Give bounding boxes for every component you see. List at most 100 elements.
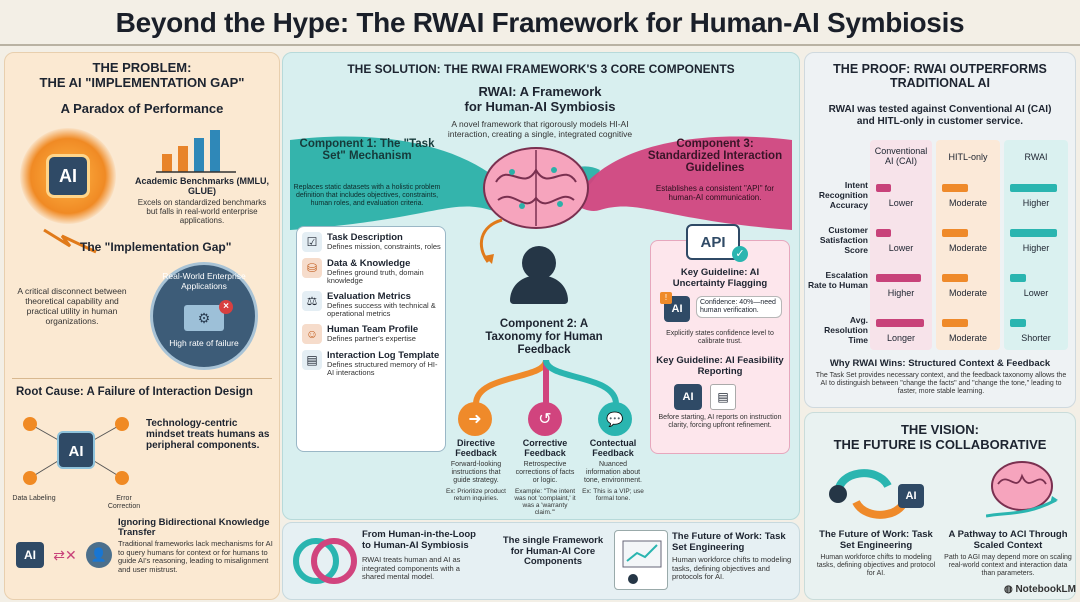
guideline2-title: Key Guideline: AI Feasibility Reporting (656, 355, 784, 377)
vision-brain-icon (986, 461, 1058, 518)
metric-value: Moderate (948, 333, 988, 343)
directive-arrow-icon: ➜ (458, 402, 492, 436)
metric-value: Moderate (948, 288, 988, 298)
document-icon: ▤ (302, 350, 322, 370)
metric-bar (876, 229, 891, 237)
col-header-cai: Conventional AI (CAI) (874, 146, 928, 166)
vision-item2-text: Path to AGI may depend more on scaling r… (944, 554, 1072, 577)
rwai-title: RWAI: A Framework for Human-AI Symbiosis (464, 84, 616, 114)
laptop-icon: ⚙ (184, 305, 224, 331)
corrective-undo-icon: ↺ (528, 402, 562, 436)
task-item: ⚖ Evaluation Metrics Defines success wit… (302, 291, 442, 318)
benchmarks-title: Academic Benchmarks (MMLU, GLUE) (134, 176, 270, 196)
network-diagram-icon: AI (23, 417, 129, 485)
confidence-bubble: Confidence: 40%—need human verification. (696, 296, 782, 318)
guidelines-card (650, 240, 790, 454)
comp2-title: Component 2: A Taxonomy for Human Feedba… (485, 318, 603, 356)
metric-bar (1010, 274, 1026, 282)
task-item: ▤ Interaction Log Template Defines struc… (302, 350, 442, 377)
ai-chip-icon: AI (46, 154, 90, 198)
error-correction-label: Error Correction (107, 495, 141, 510)
task-item: ☑ Task Description Defines mission, cons… (302, 232, 442, 252)
problem-heading: THE PROBLEM: THE AI "IMPLEMENTATION GAP" (39, 60, 245, 90)
brain-icon (483, 147, 589, 229)
feedback-corrective: Corrective Feedback Retrospective correc… (514, 438, 576, 516)
page-title: Beyond the Hype: The RWAI Framework for … (0, 0, 1080, 46)
metric-bar (942, 319, 968, 327)
metric-value: Higher (887, 288, 915, 298)
metric-bar (876, 274, 921, 282)
person-icon: ☺ (302, 324, 322, 344)
feedback-directive: Directive Feedback Forward-looking instr… (446, 438, 506, 502)
bottom-item2-title: The single Framework for Human-AI Core C… (502, 535, 604, 567)
metric-bar (942, 274, 968, 282)
metric-value: Longer (886, 333, 916, 343)
ai-feasibility-chip-icon: AI (674, 384, 702, 410)
metric-label: Customer Satisfaction Score (819, 225, 868, 255)
metric-value: Lower (888, 198, 914, 208)
bottom-item3-text: Human workforce chifts to modeling tasks… (672, 555, 792, 581)
watermark-logo-icon: ◍ (1003, 584, 1016, 595)
metric-value: Shorter (1021, 333, 1051, 343)
metric-bar (1010, 184, 1057, 192)
warning-icon: ! (660, 292, 672, 304)
bottom-item1-title: From Human-in-the-Loop to Human-AI Symbi… (362, 529, 476, 551)
why-title: Why RWAI Wins: Structured Context & Feed… (829, 358, 1051, 369)
problem-divider (12, 378, 272, 379)
task-item: ☺ Human Team Profile Defines partner's e… (302, 324, 442, 344)
gap-text: A critical disconnect between theoretica… (17, 286, 127, 326)
bottom-item3-title: The Future of Work: Task Set Engineering (672, 531, 786, 553)
metric-label: Escalation Rate to Human (808, 270, 868, 290)
why-text: The Task Set provides necessary context,… (815, 372, 1067, 395)
person-head-icon (522, 246, 556, 280)
vision-item1-title: The Future of Work: Task Set Engineering (819, 529, 933, 551)
enterprise-label: Real-World Enterprise Applications (162, 271, 246, 291)
checklist-icon: ☑ (302, 232, 322, 252)
cycle-arrow-icon (479, 218, 503, 264)
symbiosis-rings-icon (293, 538, 357, 584)
metric-bar (942, 229, 968, 237)
col-header-rwai: RWAI (1024, 152, 1048, 162)
vision-item2-title: A Pathway to ACI Through Scaled Context (948, 529, 1068, 551)
feedback-branches (473, 360, 619, 405)
metric-bar (942, 184, 968, 192)
comp1-text: Replaces static datasets with a holistic… (293, 184, 441, 207)
ai-small-chip-icon: AI (16, 542, 44, 568)
tech-text: Technology-centric mindset treats humans… (146, 418, 270, 451)
vision-item1-text: Human workforce chifts to modeling tasks… (816, 554, 936, 577)
proof-heading: THE PROOF: RWAI OUTPERFORMS TRADITIONAL … (833, 62, 1047, 90)
lightning-icon (43, 228, 97, 254)
col-cai-bg (870, 140, 932, 350)
metric-value: Lower (1023, 288, 1049, 298)
col-hitl-bg (936, 140, 1000, 350)
enterprise-circle (150, 262, 258, 370)
col-rwai-bg (1004, 140, 1068, 350)
api-badge: API (686, 224, 740, 260)
metric-bar (1010, 319, 1026, 327)
task-item: ⛁ Data & Knowledge Defines ground truth,… (302, 258, 442, 285)
data-labeling-label: Data Labeling (12, 495, 56, 502)
col-header-hitl: HITL-only (948, 152, 988, 162)
metric-label: Avg. Resolution Time (824, 315, 868, 345)
metric-value: Moderate (948, 243, 988, 253)
ai-uncertainty-chip-icon: AI (664, 296, 690, 322)
vision-heading: THE VISION: THE FUTURE IS COLLABORATIVE (833, 422, 1047, 452)
guideline1-text: Explicitly states confidence level to ca… (666, 330, 774, 345)
bottom-item1-text: RWAI treats human and AI as integrated c… (362, 555, 461, 581)
metric-value: Lower (888, 243, 914, 253)
error-icon: × (219, 300, 233, 314)
scales-icon: ⚖ (302, 291, 322, 311)
solution-heading: THE SOLUTION: THE RWAI FRAMEWORK'S 3 COR… (347, 62, 735, 76)
whiteboard-chart-icon (622, 540, 662, 584)
bar-chart-icon (156, 130, 236, 173)
paradox-title: A Paradox of Performance (60, 101, 224, 116)
person-body-icon (510, 276, 568, 304)
metric-bar (1010, 229, 1057, 237)
guideline2-text: Before starting, AI reports on instructi… (658, 414, 782, 429)
metric-label: Intent Recognition Accuracy (818, 180, 868, 210)
comp3-title: Component 3: Standardized Interaction Gu… (647, 138, 783, 174)
blocked-arrows-icon: ⇄✕ (53, 547, 77, 563)
gap-title: The "Implementation Gap" (80, 240, 232, 254)
human-icon: 👤 (86, 542, 112, 568)
vision-ai-chip-icon: AI (898, 484, 924, 508)
